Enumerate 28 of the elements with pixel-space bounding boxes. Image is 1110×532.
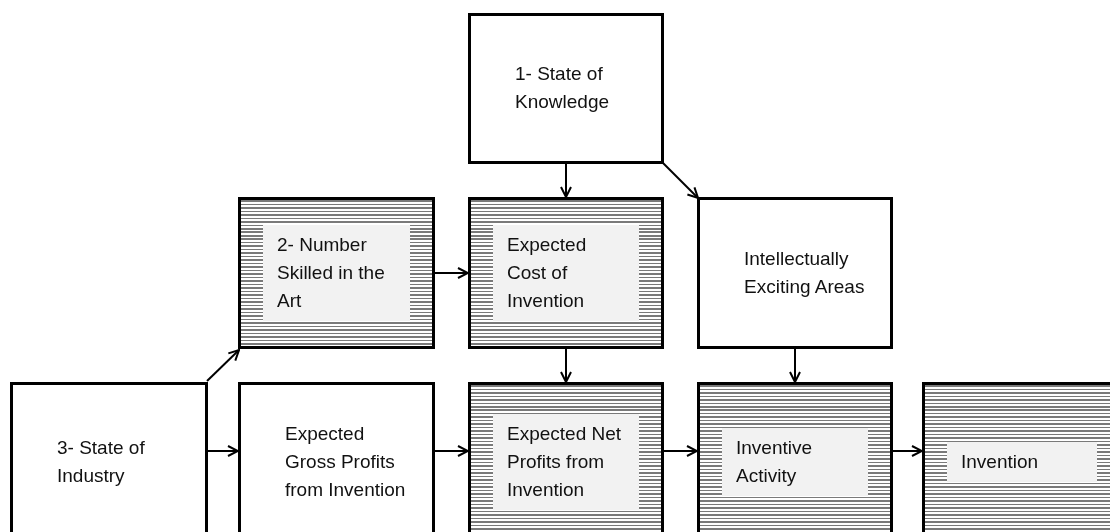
- arrow: [663, 445, 698, 457]
- arrow: [662, 162, 699, 199]
- process-box: [697, 197, 893, 349]
- node-label: Invention: [947, 442, 1097, 482]
- node-label: Expected Gross Profits from Invention: [285, 422, 407, 502]
- node-label: Expected Cost of Invention: [493, 225, 639, 321]
- arrow: [434, 445, 469, 457]
- node-label: 2- Number Skilled in the Art: [263, 225, 410, 321]
- arrow: [434, 267, 469, 279]
- node-label: 3- State of Industry: [57, 436, 146, 488]
- arrow: [560, 348, 572, 383]
- striped-box: [922, 382, 1110, 532]
- process-box: [468, 13, 664, 164]
- node-label: Expected Net Profits from Invention: [493, 414, 639, 510]
- process-box: [10, 382, 208, 532]
- arrow: [206, 349, 240, 382]
- striped-box: [468, 197, 664, 349]
- striped-box: [468, 382, 664, 532]
- arrow: [207, 445, 239, 457]
- node-label: 1- State of Knowledge: [515, 62, 611, 114]
- node-label: Inventive Activity: [722, 428, 868, 496]
- arrow: [789, 348, 801, 383]
- process-box: [238, 382, 435, 532]
- arrow: [560, 163, 572, 198]
- node-label: Intellectually Exciting Areas: [744, 247, 866, 299]
- striped-box: [697, 382, 893, 532]
- arrow: [892, 445, 923, 457]
- striped-box: [238, 197, 435, 349]
